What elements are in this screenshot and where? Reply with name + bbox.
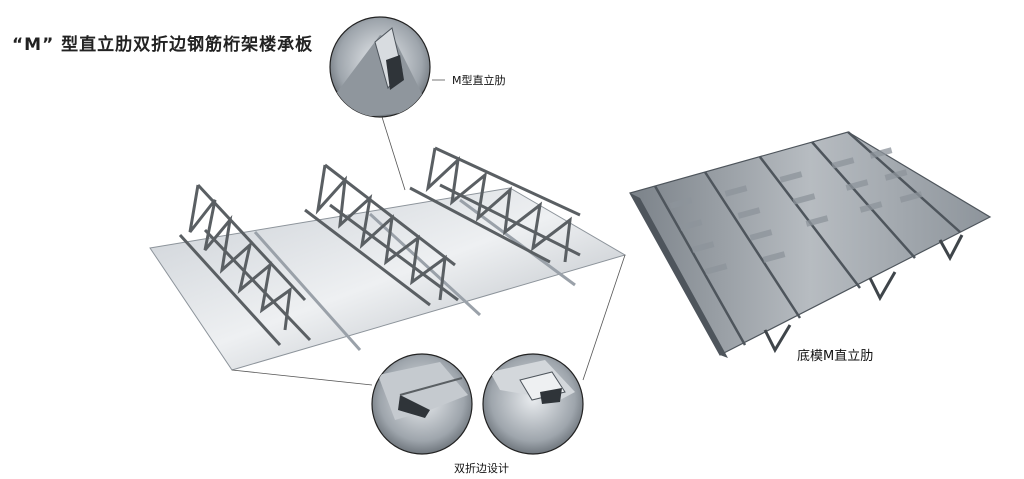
m-rib-label: M型直立肋 bbox=[452, 74, 506, 87]
fold-detail-image-left bbox=[371, 353, 473, 455]
leader-lines bbox=[231, 79, 626, 386]
m-rib-detail-image bbox=[329, 16, 431, 118]
page-title: “M” 型直立肋双折边钢筋桁架楼承板 bbox=[12, 35, 314, 55]
bottom-mold-label: 底模M直立肋 bbox=[797, 349, 874, 364]
fold-detail-image-right bbox=[482, 353, 584, 455]
truss-deck-image bbox=[149, 146, 627, 371]
bottom-mold-panel-image bbox=[629, 131, 992, 358]
double-fold-label: 双折边设计 bbox=[454, 462, 509, 475]
